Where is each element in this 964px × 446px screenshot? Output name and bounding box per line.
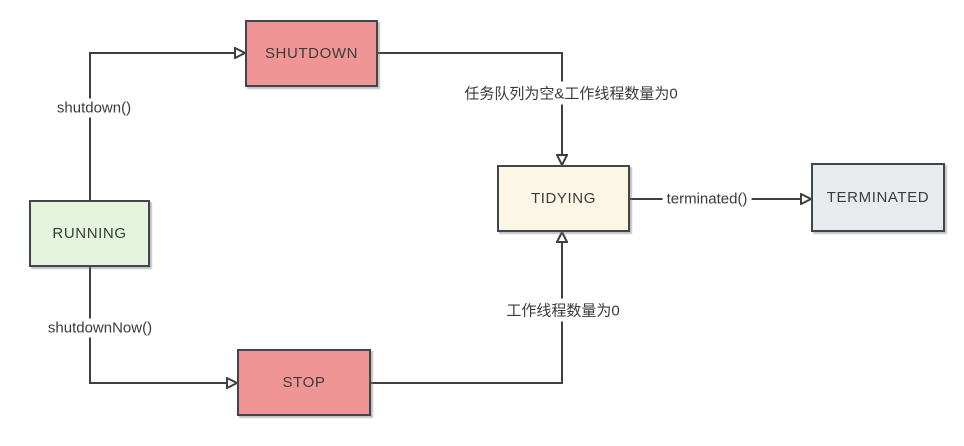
state-label-stop: STOP (282, 374, 326, 391)
edge-shutdown-to-tidying-arrow (378, 52, 562, 155)
edge-label-shutdownnow-call: shutdownNow() (43, 318, 157, 338)
edge-label-queue-empty-and-workers-zero: 任务队列为空&工作线程数量为0 (460, 81, 682, 105)
state-node-terminated: TERMINATED (811, 163, 945, 232)
state-label-tidying: TIDYING (530, 190, 597, 207)
state-label-terminated: TERMINATED (826, 189, 930, 206)
edge-label-shutdown-call: shutdown() (52, 98, 136, 118)
state-label-running: RUNNING (52, 225, 127, 242)
state-node-stop: STOP (237, 349, 371, 416)
edge-running-to-shutdown-arrow (89, 53, 235, 200)
edge-label-workers-zero: 工作线程数量为0 (502, 298, 624, 322)
edge-label-terminated-call: terminated() (662, 189, 752, 209)
state-node-tidying: TIDYING (497, 165, 630, 232)
state-label-shutdown: SHUTDOWN (264, 45, 359, 62)
state-node-running: RUNNING (29, 200, 150, 267)
edge-stop-to-tidying-arrow (371, 242, 562, 384)
state-node-shutdown: SHUTDOWN (245, 20, 378, 87)
edge-running-to-stop-arrow (89, 267, 227, 383)
